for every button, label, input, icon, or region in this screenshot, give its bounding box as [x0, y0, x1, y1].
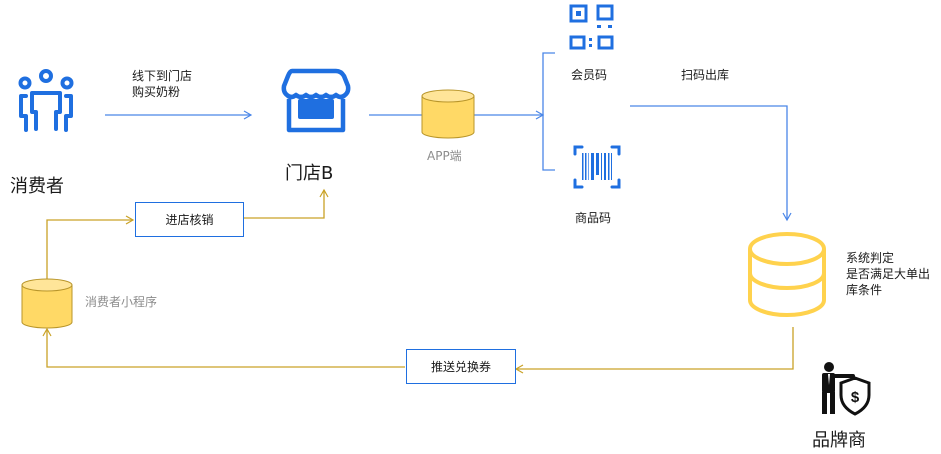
verify-in-store-label: 进店核销 — [165, 213, 214, 227]
edge-coupon-to-miniprogram — [42, 327, 405, 368]
codes-bracket — [542, 52, 555, 171]
edge-miniprogram-to-verify — [46, 215, 135, 280]
edge-label-buy-line-2: 购买奶粉 — [132, 85, 181, 99]
database-cylinder-icon — [421, 89, 475, 139]
app-label: APP端 — [427, 149, 462, 163]
system-label-line-1: 系统判定 — [846, 251, 895, 265]
edge-scan-to-system — [630, 105, 792, 222]
verify-in-store-box[interactable]: 进店核销 — [135, 202, 244, 237]
businessman-shield-icon: $ — [822, 362, 871, 416]
storefront-icon — [281, 68, 351, 133]
mini-program-cylinder-icon — [21, 278, 73, 329]
svg-text:$: $ — [851, 389, 860, 406]
store-label: 门店B — [285, 163, 334, 184]
member-code-label: 会员码 — [571, 68, 608, 82]
edge-verify-to-store — [244, 188, 329, 219]
people-group-icon — [18, 69, 74, 132]
product-code-label: 商品码 — [575, 211, 612, 225]
scan-out-label: 扫码出库 — [681, 68, 730, 82]
consumer-label: 消费者 — [10, 176, 64, 197]
push-coupon-label: 推送兑换券 — [430, 360, 491, 374]
system-label-line-2: 是否满足大单出 — [846, 267, 931, 281]
push-coupon-box[interactable]: 推送兑换券 — [406, 349, 516, 384]
barcode-scan-icon — [573, 145, 621, 189]
system-label-line-3: 库条件 — [846, 283, 883, 297]
edge-label-buy-line-1: 线下到门店 — [132, 69, 193, 83]
brand-label: 品牌商 — [812, 430, 866, 451]
qr-code-icon — [569, 4, 614, 50]
mini-program-label: 消费者小程序 — [85, 295, 158, 309]
edge-system-to-coupon — [514, 327, 794, 374]
database-stack-icon — [748, 232, 826, 317]
